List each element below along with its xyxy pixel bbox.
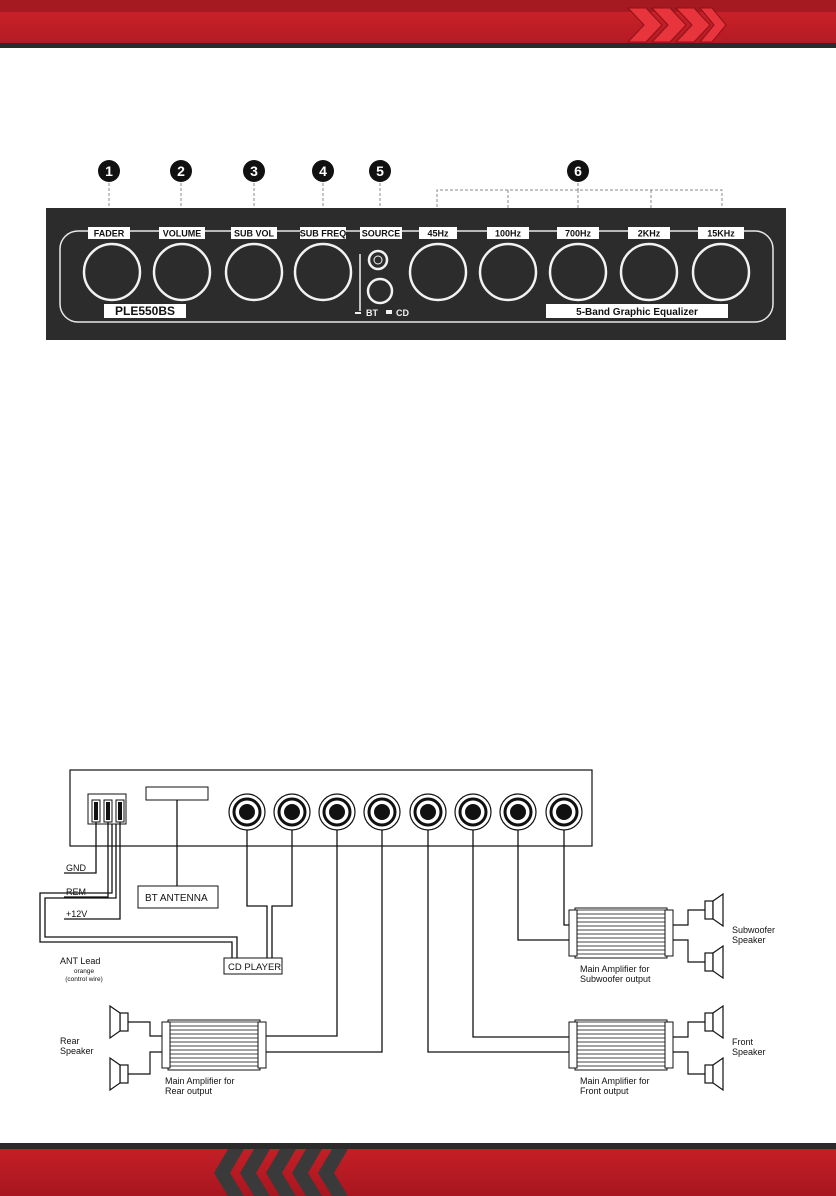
bt-antenna-port bbox=[145, 786, 209, 801]
rear-amp-label-2: Rear output bbox=[165, 1086, 213, 1096]
sub-speaker-label-2: Speaker bbox=[732, 935, 766, 945]
plus12v-label: +12V bbox=[66, 909, 87, 919]
front-amp-label-1: Main Amplifier for bbox=[580, 1076, 650, 1086]
callout-markers: 1 2 3 4 5 6 bbox=[98, 160, 589, 182]
knob-label-15khz: 15KHz bbox=[707, 229, 735, 239]
sub-speaker-label-1: Subwoofer bbox=[732, 925, 775, 935]
ant-note-label: (control wire) bbox=[65, 976, 103, 983]
wiring-diagram: GND REM +12V ANT Lead orange (control wi… bbox=[39, 769, 775, 1096]
rear-amplifier bbox=[161, 1019, 267, 1071]
source-button[interactable] bbox=[366, 277, 394, 305]
subwoofer-amplifier bbox=[568, 907, 674, 959]
rear-speakers-icon bbox=[109, 1004, 129, 1092]
knob-label-100hz: 100Hz bbox=[495, 229, 522, 239]
callout-4: 4 bbox=[319, 163, 327, 179]
top-banner bbox=[0, 0, 836, 48]
knob-label-2khz: 2KHz bbox=[638, 229, 661, 239]
front-amp-label-2: Front output bbox=[580, 1086, 629, 1096]
switch-cd-label: CD bbox=[396, 308, 409, 318]
eq-label: 5-Band Graphic Equalizer bbox=[576, 307, 698, 318]
callout-3-marker bbox=[243, 160, 265, 182]
eq-45hz-knob[interactable] bbox=[408, 242, 468, 302]
callout-6-marker bbox=[567, 160, 589, 182]
bottom-banner-red bbox=[0, 1149, 836, 1196]
sub-amp-label-2: Subwoofer output bbox=[580, 974, 651, 984]
ant-color-label: orange bbox=[74, 968, 95, 975]
rear-amp-label-1: Main Amplifier for bbox=[165, 1076, 235, 1086]
eq-2khz-knob[interactable] bbox=[619, 242, 679, 302]
source-indicator bbox=[367, 249, 389, 271]
bottom-banner bbox=[0, 1143, 836, 1196]
callout-2: 2 bbox=[177, 163, 185, 179]
cd-player-label: CD PLAYER bbox=[228, 962, 281, 973]
sub-amp-label-1: Main Amplifier for bbox=[580, 964, 650, 974]
knob-label-sub-vol: SUB VOL bbox=[234, 229, 275, 239]
front-amplifier bbox=[568, 1019, 674, 1071]
callout-4-marker bbox=[312, 160, 334, 182]
knob-label-700hz: 700Hz bbox=[565, 229, 592, 239]
panel-outline bbox=[59, 230, 774, 323]
callout-3: 3 bbox=[250, 163, 258, 179]
switch-bt-label: BT bbox=[366, 308, 378, 318]
eq-700hz-knob[interactable] bbox=[548, 242, 608, 302]
front-speaker-label-2: Speaker bbox=[732, 1047, 766, 1057]
ant-lead-label: ANT Lead bbox=[60, 956, 100, 966]
rear-speaker-label-2: Speaker bbox=[60, 1046, 94, 1056]
fader-knob[interactable] bbox=[82, 242, 142, 302]
front-speakers-icon bbox=[704, 1004, 724, 1092]
callout-2-marker bbox=[170, 160, 192, 182]
cd-player-box bbox=[223, 957, 283, 975]
bottom-chevrons-icon bbox=[0, 1143, 836, 1196]
callout-1: 1 bbox=[105, 163, 113, 179]
front-panel-diagram: 1 2 3 4 5 6 FADER bbox=[46, 160, 786, 340]
sub-vol-knob[interactable] bbox=[224, 242, 284, 302]
rear-speaker-label-1: Rear bbox=[60, 1036, 80, 1046]
knob-label-sub-freq: SUB FREQ bbox=[300, 229, 347, 239]
model-label: PLE550BS bbox=[115, 304, 175, 318]
knob-label-volume: VOLUME bbox=[163, 229, 202, 239]
top-banner-shade bbox=[0, 0, 836, 12]
rem-label: REM bbox=[66, 887, 86, 897]
eq-100hz-knob[interactable] bbox=[478, 242, 538, 302]
callout-5-marker bbox=[369, 160, 391, 182]
sub-freq-knob[interactable] bbox=[293, 242, 353, 302]
bt-antenna-box bbox=[137, 885, 219, 909]
top-chevrons-icon bbox=[626, 7, 727, 43]
wires bbox=[39, 800, 575, 1053]
volume-knob[interactable] bbox=[152, 242, 212, 302]
bt-antenna-label: BT ANTENNA bbox=[145, 893, 208, 904]
knob-label-source: SOURCE bbox=[362, 229, 401, 239]
knob-label-fader: FADER bbox=[94, 229, 125, 239]
gnd-label: GND bbox=[66, 863, 87, 873]
callout-1-marker bbox=[98, 160, 120, 182]
front-speaker-label-1: Front bbox=[732, 1037, 754, 1047]
knob-label-45hz: 45Hz bbox=[427, 229, 449, 239]
callout-5: 5 bbox=[376, 163, 384, 179]
subwoofer-speakers-icon bbox=[704, 892, 724, 980]
callout-6: 6 bbox=[574, 163, 582, 179]
eq-15khz-knob[interactable] bbox=[691, 242, 751, 302]
power-connector bbox=[87, 793, 127, 825]
